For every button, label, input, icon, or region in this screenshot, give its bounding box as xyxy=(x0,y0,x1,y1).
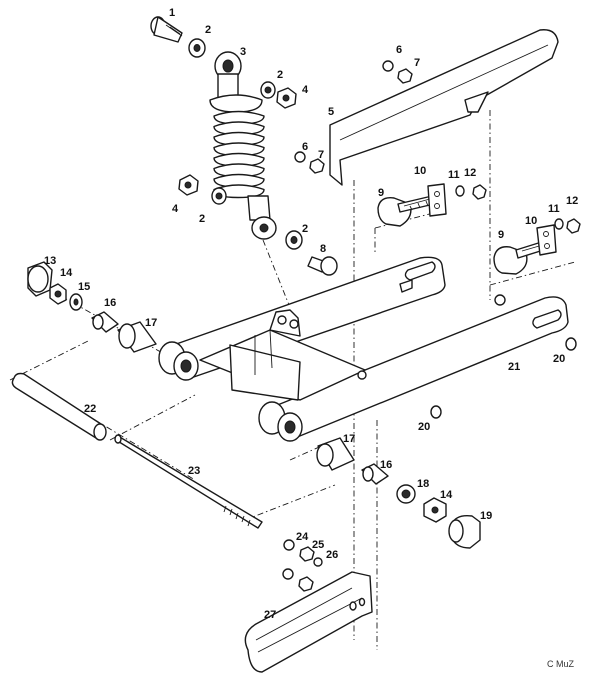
spring-coil xyxy=(213,152,265,167)
chain-slider-27 xyxy=(244,571,373,673)
washer-2-lower-right xyxy=(285,230,303,250)
label-19: 19 xyxy=(480,510,492,522)
label-9: 9 xyxy=(378,187,384,199)
label-13: 13 xyxy=(44,255,56,267)
nut-4-upper xyxy=(276,87,297,109)
label-11: 11 xyxy=(448,169,460,181)
washer-2-lower-left xyxy=(211,187,227,205)
label-8: 8 xyxy=(320,243,326,255)
part-labels: 1 2 3 2 4 5 6 7 6 7 9 10 11 12 4 2 2 8 9… xyxy=(44,7,578,621)
label-21: 21 xyxy=(508,361,520,373)
spring-coil xyxy=(213,142,265,157)
label-4: 4 xyxy=(302,84,309,96)
label-10: 10 xyxy=(525,215,537,227)
nut-7-upper xyxy=(397,68,413,84)
label-20: 20 xyxy=(553,353,565,365)
label-23: 23 xyxy=(188,465,200,477)
label-16: 16 xyxy=(104,297,116,309)
bolt-1 xyxy=(150,16,183,43)
label-12: 12 xyxy=(566,195,578,207)
label-14: 14 xyxy=(60,267,73,279)
chain-adjuster-right xyxy=(493,218,581,275)
label-16: 16 xyxy=(380,459,392,471)
label-26: 26 xyxy=(326,549,338,561)
chain-slider-fasteners xyxy=(282,539,323,592)
label-17: 17 xyxy=(343,433,355,445)
label-17: 17 xyxy=(145,317,157,329)
label-2: 2 xyxy=(199,213,205,225)
washer-2 xyxy=(188,38,206,58)
label-3: 3 xyxy=(240,46,246,58)
spring-coil xyxy=(213,131,265,146)
label-7: 7 xyxy=(414,57,420,69)
label-27: 27 xyxy=(264,609,276,621)
label-24: 24 xyxy=(296,531,309,543)
pivot-axle-23 xyxy=(114,434,263,529)
label-25: 25 xyxy=(312,539,324,551)
nut-7-lower xyxy=(309,158,325,174)
label-18: 18 xyxy=(417,478,429,490)
label-6: 6 xyxy=(396,44,402,56)
chain-adjuster-upper xyxy=(377,183,487,227)
label-14: 14 xyxy=(440,489,453,501)
label-2: 2 xyxy=(302,223,308,235)
bolt-8 xyxy=(307,256,338,276)
label-6: 6 xyxy=(302,141,308,153)
label-5: 5 xyxy=(328,106,334,118)
label-1: 1 xyxy=(169,7,175,19)
spindle-22 xyxy=(11,372,107,441)
swingarm xyxy=(158,256,569,442)
label-15: 15 xyxy=(78,281,90,293)
label-12: 12 xyxy=(464,167,476,179)
pivot-left-stack xyxy=(27,261,157,353)
spring-coil xyxy=(213,163,265,178)
label-2: 2 xyxy=(205,24,211,36)
bolt-20-lower xyxy=(430,405,442,419)
label-11: 11 xyxy=(548,203,560,215)
spring-coil xyxy=(213,121,265,136)
label-20: 20 xyxy=(418,421,430,433)
label-4: 4 xyxy=(172,203,179,215)
label-9: 9 xyxy=(498,229,504,241)
credit-text: C MuZ xyxy=(547,659,575,669)
nut-4-lower xyxy=(178,174,199,196)
label-10: 10 xyxy=(414,165,426,177)
screw-6-upper xyxy=(382,60,394,72)
pivot-right-stack xyxy=(316,437,481,549)
shock-absorber xyxy=(209,51,277,240)
label-2: 2 xyxy=(277,69,283,81)
label-22: 22 xyxy=(84,403,96,415)
screw-6-lower xyxy=(294,151,306,163)
spring-coil xyxy=(213,110,265,125)
washer-2-upper-right xyxy=(260,81,276,99)
chain-guard xyxy=(329,29,559,186)
bolt-20-right xyxy=(565,337,577,351)
label-7: 7 xyxy=(318,149,324,161)
spring-coil xyxy=(213,173,265,188)
